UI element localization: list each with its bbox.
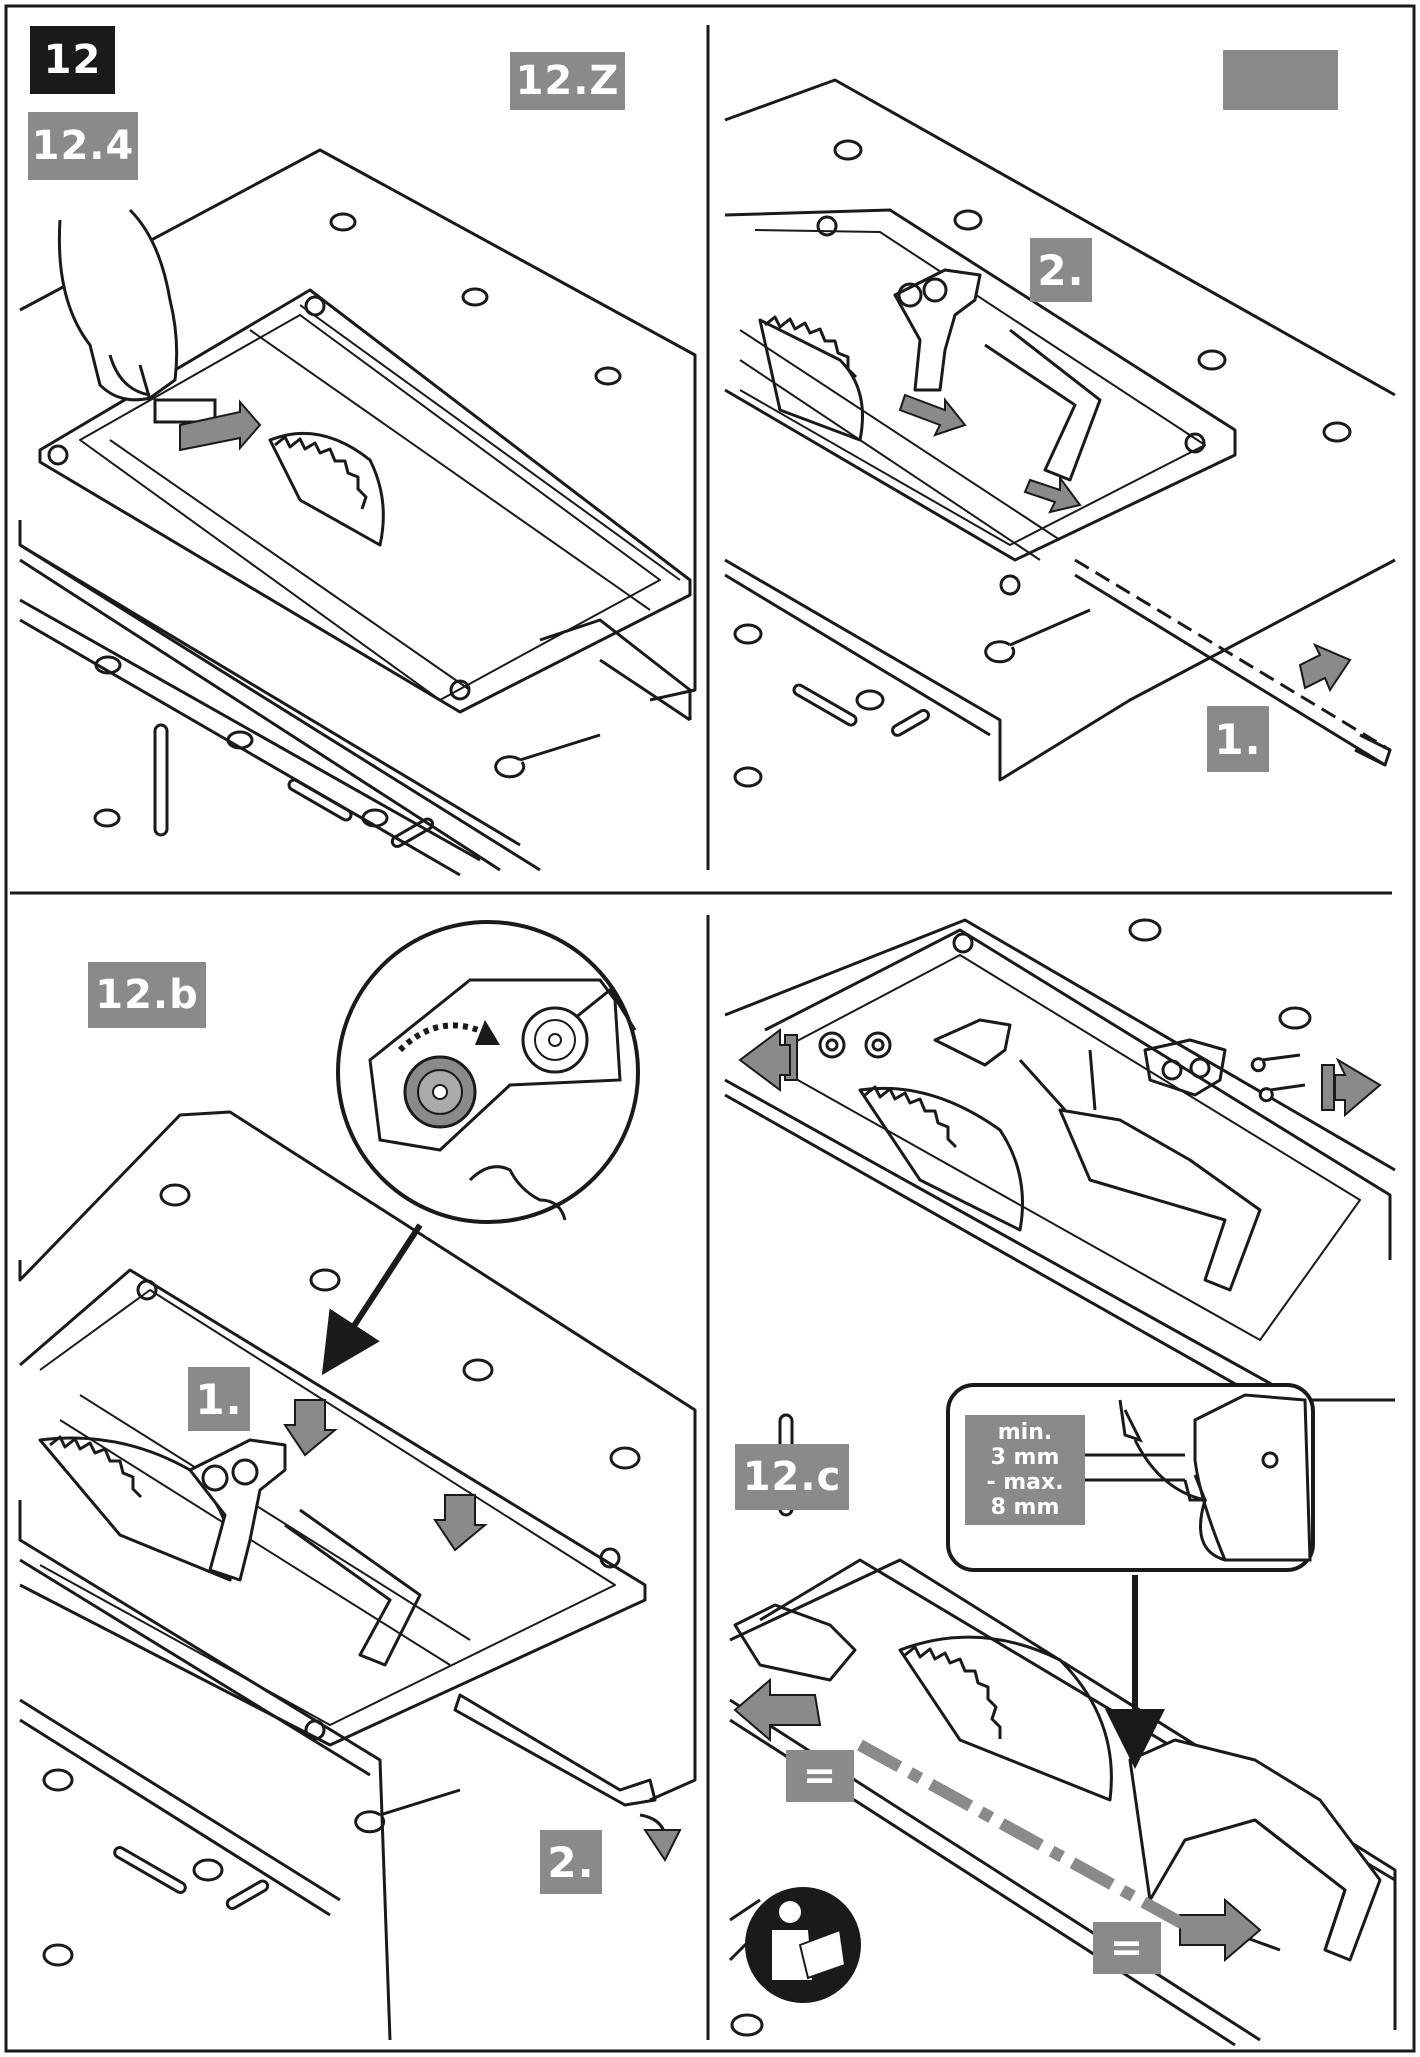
gap-spec-line-4: 8 mm [990, 1495, 1060, 1520]
equal-mark-left: = [786, 1750, 854, 1802]
step-label-1-bottom-left: 1. [188, 1367, 250, 1431]
magnifier-callout [336, 920, 640, 1224]
push-arrow-icon [643, 1829, 682, 1862]
gap-spec-line-1: min. [997, 1420, 1053, 1445]
step-label-2-bottom-left: 2. [540, 1830, 602, 1894]
gap-spec-label: min. 3 mm - max. 8 mm [965, 1415, 1085, 1525]
gap-spec-line-3: - max. [986, 1470, 1064, 1495]
rotation-arrow-icon [397, 1022, 492, 1053]
hand-icon [57, 208, 179, 402]
push-arrow-icon [733, 1028, 1382, 1963]
panel-12-b-drawing [18, 1110, 697, 2041]
panel-label-12-b: 12.b [88, 962, 206, 1028]
screw-icon [1250, 1053, 1306, 1103]
gap-spec-line-2: 3 mm [990, 1445, 1060, 1470]
push-arrow-icon [898, 393, 1352, 693]
push-arrow-icon [153, 398, 262, 452]
step-label-2-top-right: 2. [1030, 238, 1092, 302]
gap-callout-drawing [1085, 1393, 1312, 1562]
alignment-line [857, 1739, 1188, 1931]
panel-label-12-z: 12.Z [510, 52, 625, 110]
panel-label-12-4: 12.4 [28, 112, 138, 180]
panel-label-12-c: 12.c [735, 1444, 849, 1510]
outer-frame [4, 4, 1416, 2053]
figure-number-label: 12 [30, 26, 115, 94]
callout-pointer-arrow [321, 1223, 423, 1376]
panel-label-blank [1223, 50, 1338, 110]
read-manual-icon [745, 1887, 861, 2003]
nut-icon [818, 1031, 892, 1059]
panel-12-4-drawing [18, 148, 697, 877]
panel-12-z-drawing [724, 78, 1396, 788]
step-label-1-top-right: 1. [1207, 706, 1269, 772]
push-arrow-icon [283, 1399, 488, 1552]
equal-mark-right: = [1093, 1922, 1161, 1974]
